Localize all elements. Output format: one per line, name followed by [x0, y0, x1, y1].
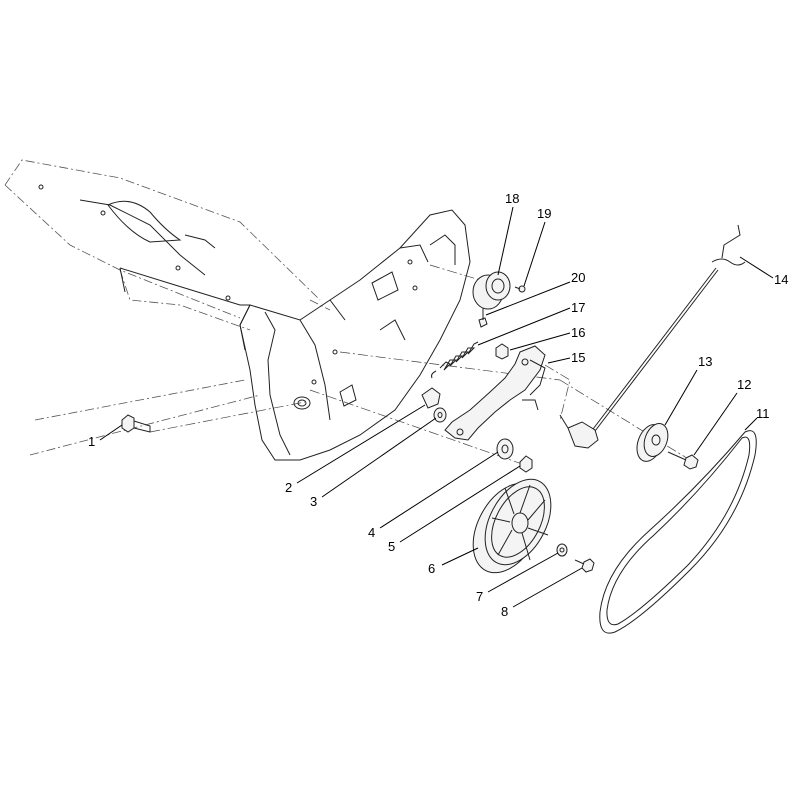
callout-12: 12: [737, 377, 751, 392]
callout-1: 1: [88, 434, 95, 449]
callout-14: 14: [774, 272, 788, 287]
part-18-bearing: [472, 271, 511, 310]
leader-lines: [99, 206, 774, 608]
part-20-bolt: [478, 308, 488, 328]
part-4-spacer: [496, 438, 514, 460]
callout-2: 2: [285, 480, 292, 495]
part-6-pulley: [472, 478, 552, 574]
part-7-washer: [556, 543, 568, 557]
part-11-belt: [599, 430, 757, 634]
part-15-idler-arm: [444, 345, 546, 441]
callout-5: 5: [388, 539, 395, 554]
part-1-bolt: [121, 414, 151, 433]
callout-18: 18: [505, 191, 519, 206]
callout-20: 20: [571, 270, 585, 285]
part-17-spring: [431, 341, 479, 379]
callout-13: 13: [698, 354, 712, 369]
part-3-washer: [433, 407, 447, 423]
chute-tunnel: [38, 184, 250, 306]
cable-linkage: [559, 267, 719, 449]
part-2-clip: [421, 387, 441, 409]
callout-19: 19: [537, 206, 551, 221]
frame-phantom-outline: [4, 159, 331, 456]
callout-3: 3: [310, 494, 317, 509]
callout-8: 8: [501, 604, 508, 619]
housing-side-plate: [239, 209, 471, 461]
callout-4: 4: [368, 525, 375, 540]
callout-11: 11: [756, 406, 770, 421]
callout-labels: 1 2 3 4 5 6 7 8 11 12 13 14 15 16 17 18 …: [88, 191, 788, 619]
callout-15: 15: [571, 350, 585, 365]
part-16-nut: [495, 343, 509, 360]
center-lines: [149, 264, 691, 466]
part-14-rod: [711, 224, 746, 266]
callout-17: 17: [571, 300, 585, 315]
part-19-screw: [514, 285, 526, 293]
part-5-nut: [519, 455, 533, 473]
part-13-idler-pulley: [636, 423, 669, 462]
callout-7: 7: [476, 589, 483, 604]
callout-6: 6: [428, 561, 435, 576]
part-12-bolt: [667, 451, 699, 470]
callout-16: 16: [571, 325, 585, 340]
